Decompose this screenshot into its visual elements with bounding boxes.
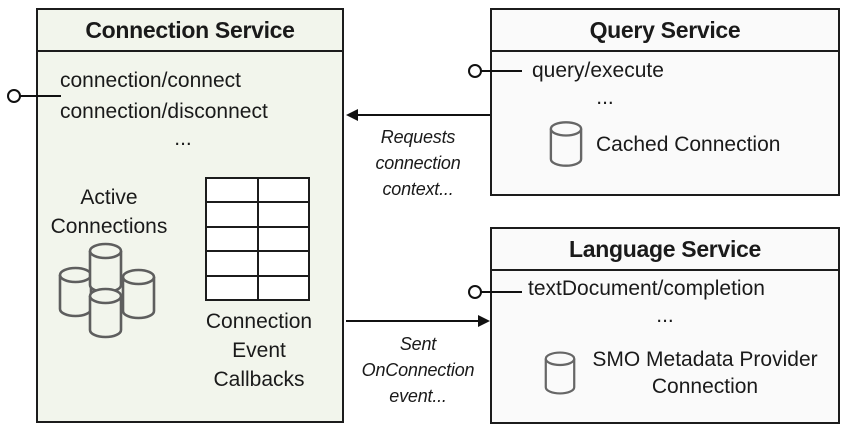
sent-onconnection-event-label: Sent OnConnection event...	[361, 334, 475, 406]
method-textdocument-completion: textDocument/completion	[528, 277, 765, 300]
connection-event-callbacks-label: Connection Event Callbacks	[205, 310, 313, 391]
language-interface-lollipop-icon	[468, 285, 522, 299]
connection-service-box: Connection Service connection/connect co…	[36, 8, 344, 423]
language-service-title: Language Service	[492, 229, 838, 271]
query-interface-lollipop-icon	[468, 64, 522, 78]
query-service-box: Query Service query/execute ... Cached C…	[490, 8, 840, 196]
methods-ellipsis: ...	[174, 127, 192, 150]
language-service-box: Language Service textDocument/completion…	[490, 227, 840, 424]
table-cell	[207, 227, 257, 251]
query-service-title: Query Service	[492, 10, 838, 52]
connection-interface-lollipop-icon	[7, 89, 61, 103]
table-cell	[207, 252, 257, 275]
table-cell	[258, 252, 308, 275]
table-cell	[258, 179, 308, 202]
table-cell	[207, 179, 257, 202]
sent-arrow-line	[346, 320, 480, 322]
language-service-methods: textDocument/completion ...	[528, 273, 802, 328]
query-service-methods: query/execute ...	[532, 55, 678, 110]
connection-service-title: Connection Service	[38, 10, 342, 52]
table-cell	[207, 276, 257, 299]
database-cylinder-icon	[549, 121, 583, 167]
cached-connection-row: Cached Connection	[549, 120, 780, 168]
table-cell	[258, 276, 308, 299]
methods-ellipsis: ...	[596, 86, 614, 109]
table-cell	[207, 203, 257, 226]
method-connection-disconnect: connection/disconnect	[60, 100, 268, 123]
requests-arrow-head-icon	[346, 109, 358, 121]
table-cell	[258, 203, 308, 226]
database-cylinder-icon	[544, 351, 576, 395]
method-connection-connect: connection/connect	[60, 69, 241, 92]
callbacks-table	[205, 177, 310, 301]
smo-metadata-provider-connection-label: SMO Metadata Provider Connection	[592, 348, 818, 398]
connection-service-methods: connection/connect connection/disconnect…	[60, 65, 306, 151]
requests-arrow-line	[355, 114, 490, 116]
methods-ellipsis: ...	[656, 304, 674, 327]
method-query-execute: query/execute	[532, 59, 664, 82]
sent-arrow-head-icon	[478, 315, 490, 327]
cached-connection-label: Cached Connection	[596, 132, 781, 156]
database-cluster-icon	[58, 242, 156, 339]
requests-connection-context-label: Requests connection context...	[375, 127, 461, 199]
active-connections-label: Active Connections	[50, 186, 168, 238]
table-cell	[258, 227, 308, 251]
smo-metadata-row: SMO Metadata Provider Connection	[544, 346, 820, 400]
